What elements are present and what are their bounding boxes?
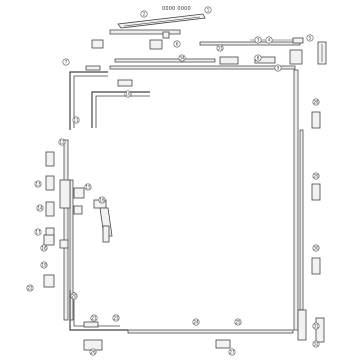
callout-number: 4 — [268, 37, 271, 42]
callout-c26: 26 — [89, 348, 97, 356]
callout-c20: 20 — [70, 292, 78, 300]
callout-number: 14 — [37, 205, 43, 210]
callout-c17: 17 — [34, 228, 42, 236]
callout-c15: 15 — [84, 183, 92, 191]
callout-c13: 13 — [34, 180, 42, 188]
callout-number: 1 — [207, 7, 210, 12]
callout-c19: 19 — [40, 261, 48, 269]
callout-c29: 29 — [312, 172, 320, 180]
bottom-rail — [127, 329, 294, 334]
callout-number: 5 — [309, 35, 312, 40]
left-sash-rail — [63, 139, 74, 321]
callout-c24: 24 — [192, 318, 200, 326]
callout-c18: 18 — [40, 244, 48, 252]
callout-number: 18 — [41, 245, 47, 250]
callout-c7: 7 — [62, 58, 70, 66]
callout-number: 28 — [313, 99, 319, 104]
callout-number: 13 — [35, 181, 41, 186]
lower-left-latch — [43, 234, 69, 249]
callout-c12: 12 — [58, 138, 66, 146]
callout-c1: 1 — [204, 6, 212, 14]
callout-number: 31 — [313, 323, 319, 328]
gearbox — [59, 179, 85, 215]
top-hinge-stay-arm — [117, 13, 206, 29]
callout-number: 11 — [73, 117, 79, 122]
callout-number: 24 — [193, 319, 199, 324]
callout-number: 20 — [71, 293, 77, 298]
callout-c31: 31 — [312, 322, 320, 330]
top-corner-transmission — [91, 29, 181, 50]
callout-c22: 22 — [26, 284, 34, 292]
callout-number: 7 — [65, 59, 68, 64]
callout-number: 15 — [85, 184, 91, 189]
corner-pivot — [117, 79, 133, 87]
inner-corner-bracket — [91, 91, 150, 128]
callout-c4: 4 — [265, 36, 273, 44]
callout-number: 30 — [313, 245, 319, 250]
diagram-title: 0000 0000 — [162, 6, 191, 12]
callout-c3: 3 — [254, 36, 262, 44]
callout-number: 27 — [229, 349, 235, 354]
callout-c9: 9 — [274, 64, 282, 72]
callout-number: 21 — [91, 315, 97, 320]
left-top-corner-drive — [69, 65, 108, 130]
handle — [93, 199, 113, 243]
callout-c32: 32 — [312, 340, 320, 348]
right-sash-rail — [293, 69, 304, 331]
callout-number: 25 — [235, 319, 241, 324]
callout-number: 6 — [176, 41, 179, 46]
callout-c33: 33 — [216, 44, 224, 52]
top-sash-rail — [109, 49, 303, 70]
callout-number: 29 — [313, 173, 319, 178]
callout-c5: 5 — [306, 34, 314, 42]
callout-number: 32 — [313, 341, 319, 346]
callout-number: 33 — [217, 45, 223, 50]
callout-number: 2 — [143, 11, 146, 16]
callout-number: 16 — [99, 197, 105, 202]
callout-number: 19 — [41, 262, 47, 267]
callout-number: 10 — [125, 91, 131, 96]
callout-number: 3 — [257, 37, 260, 42]
callout-number: 34 — [179, 55, 185, 60]
bottom-hinge — [83, 339, 231, 351]
callout-c8: 8 — [254, 54, 262, 62]
callout-c25: 25 — [234, 318, 242, 326]
callout-c21: 21 — [90, 314, 98, 322]
right-top-keep — [317, 41, 327, 65]
callout-number: 22 — [27, 285, 33, 290]
callout-c28: 28 — [312, 98, 320, 106]
callout-c27: 27 — [228, 348, 236, 356]
callout-c30: 30 — [312, 244, 320, 252]
callout-c10: 10 — [124, 90, 132, 98]
callout-c6: 6 — [173, 40, 181, 48]
callout-c14: 14 — [36, 204, 44, 212]
callout-c2: 2 — [140, 10, 148, 18]
callout-c34: 34 — [178, 54, 186, 62]
callout-number: 23 — [113, 315, 119, 320]
callout-c11: 11 — [72, 116, 80, 124]
callout-c16: 16 — [98, 196, 106, 204]
bottom-left-corner — [69, 290, 128, 331]
callout-number: 9 — [277, 65, 280, 70]
right-keeps — [311, 111, 321, 275]
callout-number: 8 — [257, 55, 260, 60]
callout-number: 17 — [35, 229, 41, 234]
right-bottom-support — [297, 309, 325, 343]
callout-number: 26 — [90, 349, 96, 354]
top-rail-connector — [199, 37, 304, 46]
callout-c23: 23 — [112, 314, 120, 322]
callout-number: 12 — [59, 139, 65, 144]
